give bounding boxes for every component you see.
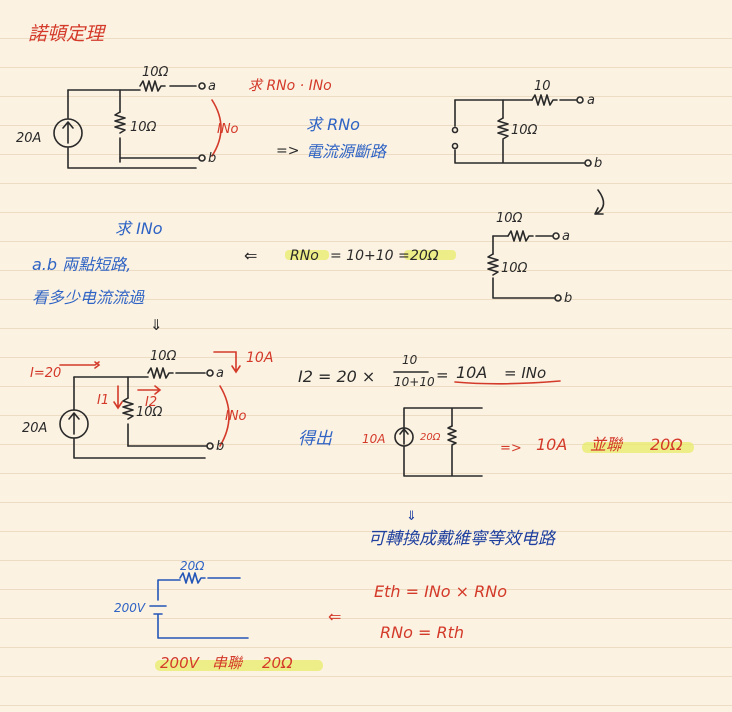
- i2-rhs: = INo: [504, 364, 546, 382]
- result-label: 得出: [298, 429, 333, 449]
- highlight-caption: [155, 660, 323, 671]
- c4-resistor-top: 10Ω: [150, 349, 177, 364]
- node-a-4: [206, 369, 214, 377]
- current-source-4: [59, 409, 89, 439]
- result-arrow: =>: [500, 441, 522, 456]
- highlight-result: [582, 442, 694, 453]
- c1-node-b: b: [208, 151, 216, 166]
- resistor-mid-4: [122, 397, 134, 420]
- i2-num: 10: [402, 353, 418, 367]
- c4-source: 20A: [22, 421, 47, 436]
- c4-i1: I1: [97, 393, 109, 408]
- c5-caption2: 串聯: [212, 654, 244, 672]
- c2-node-a: a: [587, 93, 595, 108]
- c1-current: INo: [217, 122, 239, 137]
- c4-resistor-mid: 10Ω: [136, 405, 163, 420]
- c4-node-b: b: [216, 439, 224, 454]
- c1-resistor-mid: 10Ω: [130, 120, 157, 135]
- c4-i-total: I=20: [30, 366, 61, 381]
- resistor-top-1: [139, 80, 166, 92]
- c4-i2: I2: [145, 395, 157, 410]
- step-i-line2: a.b 兩點短路,: [32, 255, 131, 274]
- step-i-arrow: ⇓: [150, 316, 163, 334]
- c1-node-a: a: [208, 79, 216, 94]
- i2-den: 10+10: [394, 375, 435, 389]
- node-b-2: [584, 159, 592, 167]
- c2-resistor-top: 10: [534, 79, 551, 94]
- c5-caption3: 20Ω: [262, 654, 293, 672]
- resistor-mid-2: [497, 117, 509, 140]
- thevenin-arrow: ⇐: [328, 607, 341, 626]
- resistor-top-2: [531, 94, 558, 106]
- rno-label: RNo: [290, 248, 319, 264]
- c3-resistor-mid: 10Ω: [501, 261, 528, 276]
- resistor-5: [179, 572, 206, 584]
- highlight-rno: [285, 250, 329, 260]
- result-text3: 20Ω: [650, 435, 683, 454]
- node-a-3: [552, 232, 560, 240]
- c5-caption1: 200V: [160, 654, 201, 672]
- resistor-top-3: [507, 230, 534, 242]
- c2-resistor-mid: 10Ω: [511, 123, 538, 138]
- node-b-3: [554, 294, 562, 302]
- rno-arrow: ⇐: [244, 246, 257, 265]
- node-a-2: [576, 96, 584, 104]
- i2-eq: =: [436, 366, 449, 384]
- page-title: 諾頓定理: [28, 23, 107, 45]
- c2-node-b: b: [594, 156, 602, 171]
- resistor-mid-1: [114, 111, 126, 134]
- thevenin-caret: ⇓: [406, 509, 417, 524]
- current-source-1: [53, 118, 83, 148]
- circuit-2: [451, 94, 592, 167]
- result-text2: 並聯: [590, 435, 624, 454]
- c5-resistor: 20Ω: [180, 559, 205, 573]
- c4-node-a: a: [216, 366, 224, 381]
- c3-resistor-top: 10Ω: [496, 211, 523, 226]
- c3-node-a: a: [562, 229, 570, 244]
- rno-expr: = 10+10 =: [330, 248, 410, 264]
- find-rno-ino: 求 RNo · INo: [248, 78, 332, 94]
- node-a-1: [198, 82, 206, 90]
- c4-short-current: 10A: [246, 350, 273, 366]
- resistor-mid-3: [487, 253, 499, 276]
- c3-node-b: b: [564, 291, 572, 306]
- result-source: 10A: [362, 432, 385, 446]
- c1-resistor-top: 10Ω: [142, 65, 169, 80]
- rno-result: 20Ω: [410, 248, 439, 264]
- c5-source: 200V: [114, 601, 146, 615]
- step-i-line1: 求 INo: [115, 219, 163, 238]
- i2-lhs: I2 = 20 ×: [298, 367, 375, 386]
- node-b-1: [198, 154, 206, 162]
- step-r-arrow: =>: [276, 143, 299, 159]
- node-b-4: [206, 442, 214, 450]
- circuit-1: [53, 80, 222, 169]
- step-i-line3: 看多少电流流過: [32, 288, 145, 307]
- result-current-source: [394, 427, 414, 447]
- resistor-top-4: [147, 367, 174, 379]
- c4-current: INo: [225, 409, 247, 424]
- result-text1: 10A: [536, 435, 567, 454]
- thevenin-eq2: RNo = Rth: [380, 623, 464, 642]
- circuit-4: [59, 351, 241, 459]
- circuit-5: [149, 572, 249, 639]
- result-resistor: [447, 425, 457, 446]
- highlight-20ohm: [404, 250, 456, 260]
- result-resistor-label: 20Ω: [420, 432, 441, 443]
- circuit-3: [487, 230, 562, 302]
- thevenin-heading: 可轉換成戴維寧等效电路: [368, 529, 557, 549]
- result-circuit: [394, 407, 483, 477]
- step-r-line1: 求 RNo: [306, 115, 360, 134]
- step-r-line2: 電流源斷路: [306, 142, 388, 161]
- thevenin-eq1: Eth = INo × RNo: [374, 582, 507, 601]
- i2-result: 10A: [456, 363, 487, 382]
- c1-source: 20A: [16, 131, 41, 146]
